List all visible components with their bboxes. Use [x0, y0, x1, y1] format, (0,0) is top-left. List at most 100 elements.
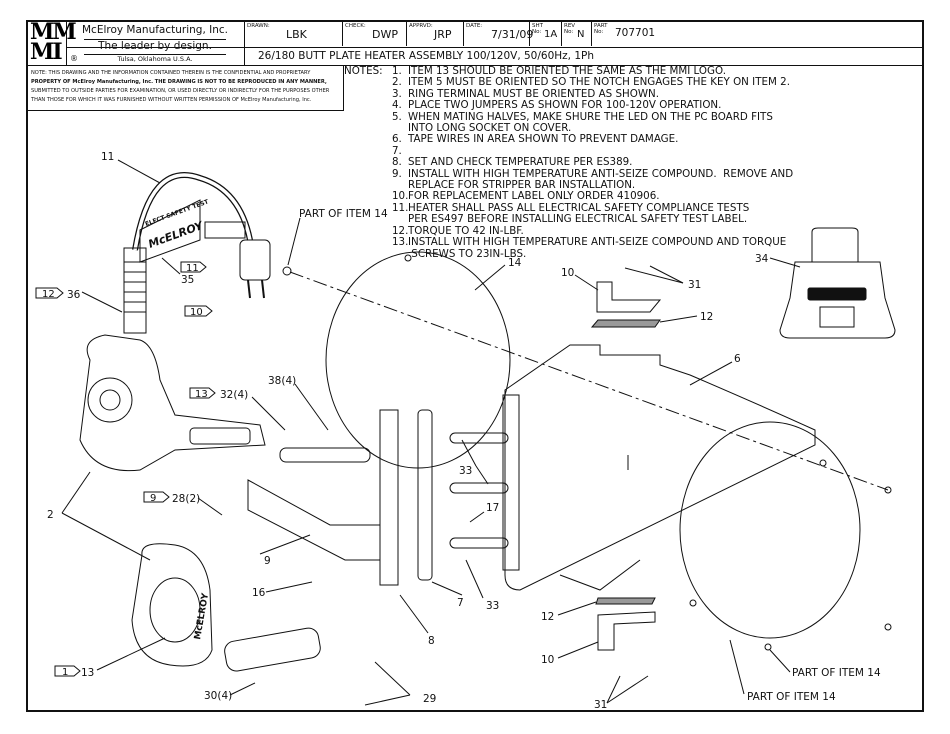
callout-36: 36 — [67, 289, 81, 301]
callout-part-of-item-14-right: PART OF ITEM 14 — [792, 667, 881, 679]
note-text: PLACE TWO JUMPERS AS SHOWN FOR 100-120V … — [408, 99, 722, 112]
stop-block-item-10 — [596, 281, 662, 313]
callout-31-upper: 31 — [688, 279, 701, 291]
conf-line-3: SUBMITTED TO OUTSIDE PARTIES FOR EXAMINA… — [31, 88, 330, 94]
screw — [282, 266, 292, 276]
note-text: ITEM 5 MUST BE ORIENTED SO THE NOTCH ENG… — [408, 76, 790, 89]
notes-heading: NOTES: — [344, 65, 383, 77]
date-label: DATE: — [466, 23, 483, 29]
logo-bottom: MI — [30, 39, 63, 65]
cover-brand-text: McELROY — [193, 592, 211, 640]
note-item: 4.PLACE TWO JUMPERS AS SHOWN FOR 100-120… — [392, 99, 912, 112]
callout-2: 2 — [47, 509, 54, 521]
part-label: PART No: — [594, 23, 608, 35]
callout-34: 34 — [755, 253, 769, 265]
note-number: 10. — [392, 190, 409, 203]
approved-value: JRP — [434, 28, 452, 41]
callout-12-upper: 12 — [700, 311, 713, 323]
confidentiality-note: NOTE: THIS DRAWING AND THE INFORMATION C… — [28, 65, 344, 111]
shim-item-12-lower — [595, 597, 656, 605]
note-number: 13. — [392, 236, 409, 249]
note-item: 1.ITEM 13 SHOULD BE ORIENTED THE SAME AS… — [392, 65, 912, 77]
note-flag-text: 11 — [186, 263, 199, 274]
callout-29: 29 — [423, 693, 436, 705]
drawing-title: 26/180 BUTT PLATE HEATER ASSEMBLY 100/12… — [258, 50, 595, 62]
callout-10-lower: 10 — [541, 654, 554, 666]
note-item: 9.INSTALL WITH HIGH TEMPERATURE ANTI-SEI… — [392, 167, 912, 192]
note-text: WHEN MATING HALVES, MAKE SHURE THE LED O… — [408, 110, 773, 135]
note-flag-text: 10 — [190, 307, 203, 318]
rev-cell: REV No: N — [561, 22, 592, 46]
note-flag-13: 13 — [189, 387, 216, 400]
company-location: Tulsa, Oklahoma U.S.A. — [117, 55, 193, 63]
note-number: 12. — [392, 224, 409, 237]
note-text: SET AND CHECK TEMPERATURE PER ES389. — [408, 156, 633, 169]
note-number: 5. — [392, 110, 402, 123]
callout-8: 8 — [428, 635, 435, 647]
note-item: 6.TAPE WIRES IN AREA SHOWN TO PREVENT DA… — [392, 133, 912, 146]
note-text: RING TERMINAL MUST BE ORIENTED AS SHOWN. — [408, 87, 660, 100]
handle-cover-item-13: McELROY — [131, 543, 321, 672]
note-flag-text: 1 — [62, 667, 68, 678]
company-slogan: The leader by design. — [98, 40, 212, 52]
drawn-value: LBK — [286, 28, 307, 41]
carry-bag-item-34 — [779, 227, 896, 339]
approved-cell: APPRVD: JRP — [406, 22, 464, 46]
callout-17: 17 — [486, 502, 499, 514]
note-text: ITEM 13 SHOULD BE ORIENTED THE SAME AS T… — [408, 65, 726, 77]
screw — [404, 254, 412, 262]
note-number: 8. — [392, 156, 402, 169]
conf-line-4: THAN THOSE FOR WHICH IT WAS FURNISHED WI… — [31, 97, 312, 103]
note-flag-12: 12 — [35, 287, 64, 300]
note-item: 11.HEATER SHALL PASS ALL ELECTRICAL SAFE… — [392, 201, 912, 226]
note-flag-text: 12 — [42, 289, 55, 300]
callout-12-lower: 12 — [541, 611, 554, 623]
bracket-item-8 — [379, 409, 399, 586]
note-flag-10: 10 — [184, 305, 213, 318]
screw — [884, 486, 892, 494]
drawing-sheet: MM MI McElroy Manufacturing, Inc. The le… — [26, 19, 924, 712]
callout-part-of-item-14-bottom: PART OF ITEM 14 — [747, 691, 836, 703]
handle-tube — [279, 447, 371, 463]
pc-board-item-7 — [417, 409, 433, 581]
note-text: HEATER SHALL PASS ALL ELECTRICAL SAFETY … — [408, 201, 750, 226]
callout-13: 13 — [81, 667, 94, 679]
registered-mark-icon: ® — [70, 54, 78, 63]
callout-14: 14 — [508, 257, 522, 269]
mmi-logo: MM MI — [28, 19, 77, 66]
heating-elements-item-33 — [449, 432, 509, 549]
center-line — [289, 271, 889, 491]
note-text: INSTALL WITH HIGH TEMPERATURE ANTI-SEIZE… — [408, 167, 794, 192]
safety-label-item-35: ELECT SAFETY TEST McELROY — [139, 198, 210, 263]
divider — [84, 39, 226, 40]
note-number: 6. — [392, 133, 402, 146]
screw — [764, 643, 772, 651]
drawn-label: DRAWN: — [247, 23, 270, 29]
notes-list: 1.ITEM 13 SHOULD BE ORIENTED THE SAME AS… — [392, 65, 912, 260]
part-number: 707701 — [615, 27, 656, 39]
part-cell: PART No: 707701 — [591, 22, 922, 46]
safety-test-tag — [204, 221, 246, 239]
note-number: 11. — [392, 201, 409, 214]
rev-label: REV No: — [564, 23, 576, 35]
note-item: 8. SET AND CHECK TEMPERATURE PER ES389. — [392, 156, 912, 169]
power-plug — [239, 239, 271, 281]
date-cell: DATE: 7/31/09 — [463, 22, 533, 46]
screw — [884, 623, 892, 631]
sheet-cell: SHT No: 1A — [529, 22, 562, 46]
rev-value: N — [577, 29, 585, 40]
stop-block-item-10-lower — [597, 611, 656, 651]
note-number: 2. — [392, 76, 402, 89]
note-text: FOR REPLACEMENT LABEL ONLY ORDER 410906. — [408, 190, 660, 203]
note-item: 7. — [392, 145, 912, 157]
screw — [819, 459, 827, 467]
company-block: McElroy Manufacturing, Inc. The leader b… — [66, 22, 245, 66]
note-item: 2. ITEM 5 MUST BE ORIENTED SO THE NOTCH E… — [392, 76, 912, 89]
note-flag-text: 13 — [195, 389, 208, 400]
callout-16: 16 — [252, 587, 266, 599]
conf-line-2: PROPERTY OF McElroy Manufacturing, Inc. … — [31, 79, 327, 85]
check-cell: CHECK: DWP — [342, 22, 407, 46]
note-flag-11: 11 — [180, 261, 207, 274]
callout-6: 6 — [734, 353, 741, 365]
